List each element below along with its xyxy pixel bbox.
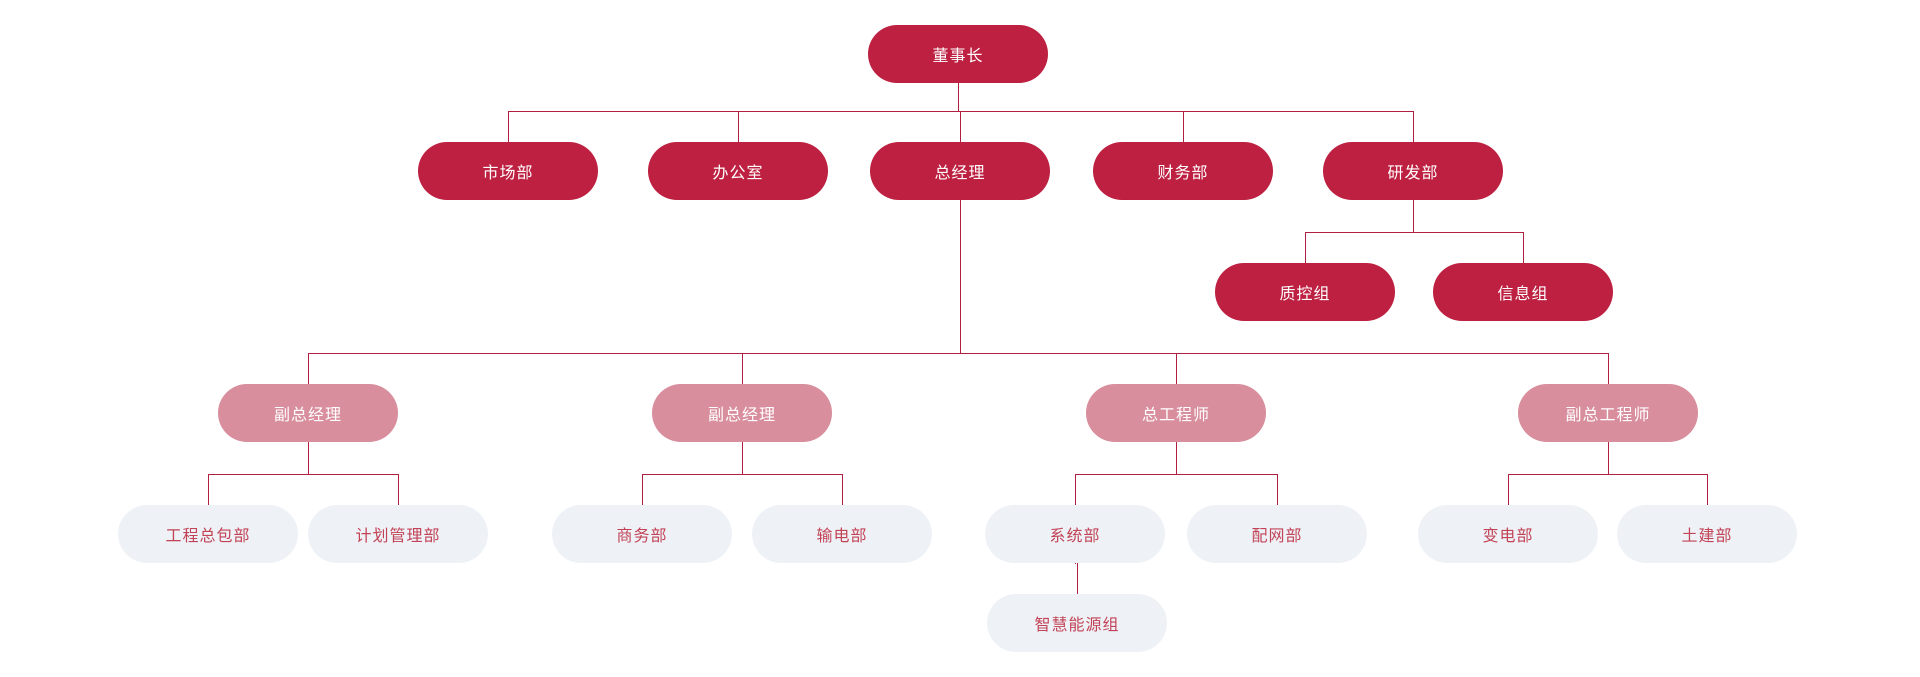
connector-line xyxy=(842,474,843,505)
connector-line xyxy=(960,111,961,142)
org-node-information-group[interactable]: 信息组 xyxy=(1433,263,1613,321)
connector-line xyxy=(642,474,643,505)
connector-line xyxy=(960,200,961,353)
connector-line xyxy=(1523,232,1524,263)
connector-line xyxy=(1608,353,1609,384)
org-node-substation-dept[interactable]: 变电部 xyxy=(1418,505,1598,563)
org-node-distribution-network-dept[interactable]: 配网部 xyxy=(1187,505,1367,563)
connector-line xyxy=(308,353,1608,354)
connector-line xyxy=(958,83,959,111)
connector-line xyxy=(1707,474,1708,505)
org-node-power-transmission-dept[interactable]: 输电部 xyxy=(752,505,932,563)
org-node-quality-control-group[interactable]: 质控组 xyxy=(1215,263,1395,321)
connector-line xyxy=(1413,200,1414,232)
connector-line xyxy=(1305,232,1523,233)
connector-line xyxy=(1075,474,1277,475)
connector-line xyxy=(1608,442,1609,474)
connector-line xyxy=(1176,353,1177,384)
connector-line xyxy=(398,474,399,505)
org-node-smart-energy-group[interactable]: 智慧能源组 xyxy=(987,594,1167,652)
connector-line xyxy=(308,442,309,474)
connector-line xyxy=(1413,111,1414,142)
org-node-epc-dept[interactable]: 工程总包部 xyxy=(118,505,298,563)
connector-line xyxy=(738,111,739,142)
connector-line xyxy=(1277,474,1278,505)
connector-line xyxy=(208,474,398,475)
org-node-office[interactable]: 办公室 xyxy=(648,142,828,200)
connector-line xyxy=(1075,563,1076,564)
org-node-civil-engineering-dept[interactable]: 土建部 xyxy=(1617,505,1797,563)
connector-line xyxy=(308,353,309,384)
connector-line xyxy=(742,442,743,474)
org-node-deputy-gm-2[interactable]: 副总经理 xyxy=(652,384,832,442)
connector-line xyxy=(508,111,509,142)
org-node-planning-management-dept[interactable]: 计划管理部 xyxy=(308,505,488,563)
connector-line xyxy=(1508,474,1707,475)
org-node-system-dept[interactable]: 系统部 xyxy=(985,505,1165,563)
connector-line xyxy=(1176,442,1177,474)
org-node-deputy-chief-engineer[interactable]: 副总工程师 xyxy=(1518,384,1698,442)
connector-line xyxy=(208,474,209,505)
org-node-deputy-gm-1[interactable]: 副总经理 xyxy=(218,384,398,442)
connector-line xyxy=(642,474,842,475)
org-node-chief-engineer[interactable]: 总工程师 xyxy=(1086,384,1266,442)
connector-line xyxy=(742,353,743,384)
connector-line xyxy=(1305,232,1306,263)
org-node-finance-dept[interactable]: 财务部 xyxy=(1093,142,1273,200)
org-node-general-manager[interactable]: 总经理 xyxy=(870,142,1050,200)
connector-line xyxy=(1077,563,1078,594)
connector-line xyxy=(1183,111,1184,142)
org-node-rnd-dept[interactable]: 研发部 xyxy=(1323,142,1503,200)
connector-line xyxy=(1508,474,1509,505)
org-node-chairman[interactable]: 董事长 xyxy=(868,25,1048,83)
connector-line xyxy=(1075,474,1076,505)
org-node-commerce-dept[interactable]: 商务部 xyxy=(552,505,732,563)
org-node-marketing-dept[interactable]: 市场部 xyxy=(418,142,598,200)
